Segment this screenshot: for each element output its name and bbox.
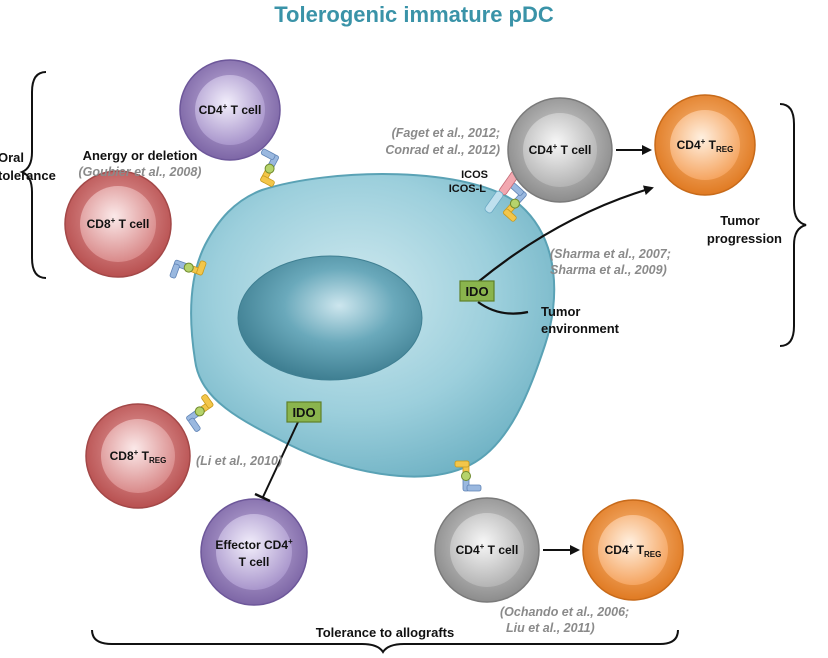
anergy-deletion-label: Anergy or deletion [83, 148, 198, 163]
svg-text:CD4+ T cell: CD4+ T cell [529, 142, 592, 157]
svg-text:CD4+ T cell: CD4+ T cell [456, 542, 519, 557]
cd8-treg-bottom-left: CD8+ TREG [85, 403, 191, 509]
effector-cd4-t-cell: Effector CD4+ T cell [200, 498, 308, 606]
tumor-progression-label-line1: Tumor [720, 213, 759, 228]
bracket-oral-tolerance [19, 71, 47, 279]
icos-receptor-pair [484, 170, 519, 214]
cd4-treg-bottom: CD4+ TREG [582, 499, 684, 601]
citation-sharma-2009: Sharma et al., 2009) [550, 263, 667, 277]
svg-text:Effector CD4+: Effector CD4+ [215, 537, 293, 552]
cd4-t-cell-top: CD4+ T cell [179, 59, 281, 161]
tumor-environment-line1: Tumor [541, 304, 580, 319]
svg-text:CD8+ T cell: CD8+ T cell [87, 216, 150, 231]
citation-ochando: (Ochando et al., 2006; [500, 605, 629, 619]
svg-text:CD4+ TREG: CD4+ TREG [605, 542, 662, 559]
inhibit-ido-to-effector [262, 421, 299, 498]
citation-faget: (Faget et al., 2012; [392, 126, 500, 140]
citation-sharma-2007: (Sharma et al., 2007; [550, 247, 671, 261]
citation-li: (Li et al., 2010) [196, 454, 282, 468]
citation-liu: Liu et al., 2011) [506, 621, 595, 635]
icos-label: ICOS [461, 169, 488, 181]
line-ido-to-tumor-env [477, 301, 529, 315]
tumor-progression-label-line2: progression [707, 231, 782, 246]
svg-text:T cell: T cell [239, 555, 270, 569]
svg-text:CD4+ T cell: CD4+ T cell [199, 102, 262, 117]
cd4-treg-right: CD4+ TREG [654, 94, 756, 196]
oral-tolerance-label-line2: tolerance [0, 168, 56, 183]
cd8-t-cell-left: CD8+ T cell [64, 170, 172, 278]
receptor-bottom [454, 460, 482, 492]
diagram-title: Tolerogenic immature pDC [274, 2, 554, 27]
svg-text:CD4+ TREG: CD4+ TREG [677, 137, 734, 154]
svg-text:CD8+ TREG: CD8+ TREG [110, 448, 167, 465]
svg-text:IDO: IDO [292, 405, 315, 420]
tolerance-allografts-label: Tolerance to allografts [316, 625, 454, 640]
svg-text:IDO: IDO [465, 284, 488, 299]
ido-box-effector: IDO [286, 401, 322, 423]
citation-conrad: Conrad et al., 2012) [385, 143, 500, 157]
arrow-ido-to-treg [477, 185, 654, 283]
cd4-t-cell-right: CD4+ T cell [507, 97, 613, 203]
citation-goubier: (Goubier et al., 2008) [79, 165, 202, 179]
pdc-nucleus [237, 255, 423, 381]
bracket-allografts [91, 629, 679, 654]
ido-box-tumor: IDO [459, 280, 495, 302]
tumor-environment-line2: environment [541, 321, 620, 336]
cd4-t-cell-bottom: CD4+ T cell [434, 497, 540, 603]
inhibit-bar [254, 492, 271, 503]
icos-l-label: ICOS-L [449, 183, 487, 195]
bracket-tumor-progression [779, 103, 807, 347]
oral-tolerance-label-line1: Oral [0, 150, 24, 165]
